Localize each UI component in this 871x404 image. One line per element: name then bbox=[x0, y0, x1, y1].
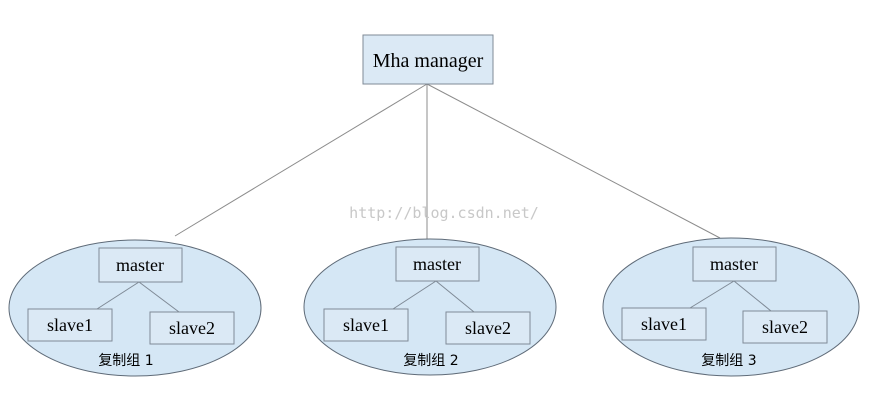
slave1-label: slave1 bbox=[47, 315, 93, 335]
slave1-label: slave1 bbox=[641, 314, 687, 334]
master-node: master bbox=[692, 246, 777, 282]
tree-line-master-slave1 bbox=[96, 281, 140, 310]
master-label: master bbox=[116, 255, 164, 275]
tree-line-master-slave2 bbox=[733, 280, 772, 312]
group-label: 复制组 1 bbox=[98, 352, 153, 369]
group-label: 复制组 2 bbox=[403, 352, 458, 369]
manager-node: Mha manager bbox=[362, 34, 494, 85]
connector-manager-group-1 bbox=[174, 83, 428, 237]
tree-line-master-slave2 bbox=[138, 281, 180, 313]
master-label: master bbox=[710, 254, 758, 274]
master-node: master bbox=[98, 247, 183, 283]
master-label: master bbox=[413, 254, 461, 274]
tree-line-master-slave1 bbox=[392, 280, 437, 310]
replication-group-3: master slave1 slave2 复制组 3 bbox=[602, 237, 860, 377]
tree-line-master-slave1 bbox=[689, 280, 735, 309]
slave2-node: slave2 bbox=[149, 311, 235, 345]
slave2-node: slave2 bbox=[445, 311, 531, 345]
slave1-node: slave1 bbox=[27, 308, 113, 342]
replication-group-1: master slave1 slave2 复制组 1 bbox=[8, 239, 262, 377]
replication-group-2: master slave1 slave2 复制组 2 bbox=[303, 238, 557, 376]
master-node: master bbox=[395, 246, 480, 282]
slave2-label: slave2 bbox=[762, 317, 808, 337]
slave1-node: slave1 bbox=[323, 308, 409, 342]
connector-manager-group-3 bbox=[426, 83, 721, 239]
slave1-label: slave1 bbox=[343, 315, 389, 335]
slave1-node: slave1 bbox=[621, 307, 707, 341]
watermark-text: http://blog.csdn.net/ bbox=[349, 204, 539, 222]
manager-label: Mha manager bbox=[373, 50, 484, 72]
slave2-node: slave2 bbox=[742, 310, 828, 344]
slave2-label: slave2 bbox=[169, 318, 215, 338]
group-label: 复制组 3 bbox=[701, 352, 756, 369]
tree-line-master-slave2 bbox=[435, 280, 475, 313]
slave2-label: slave2 bbox=[465, 318, 511, 338]
